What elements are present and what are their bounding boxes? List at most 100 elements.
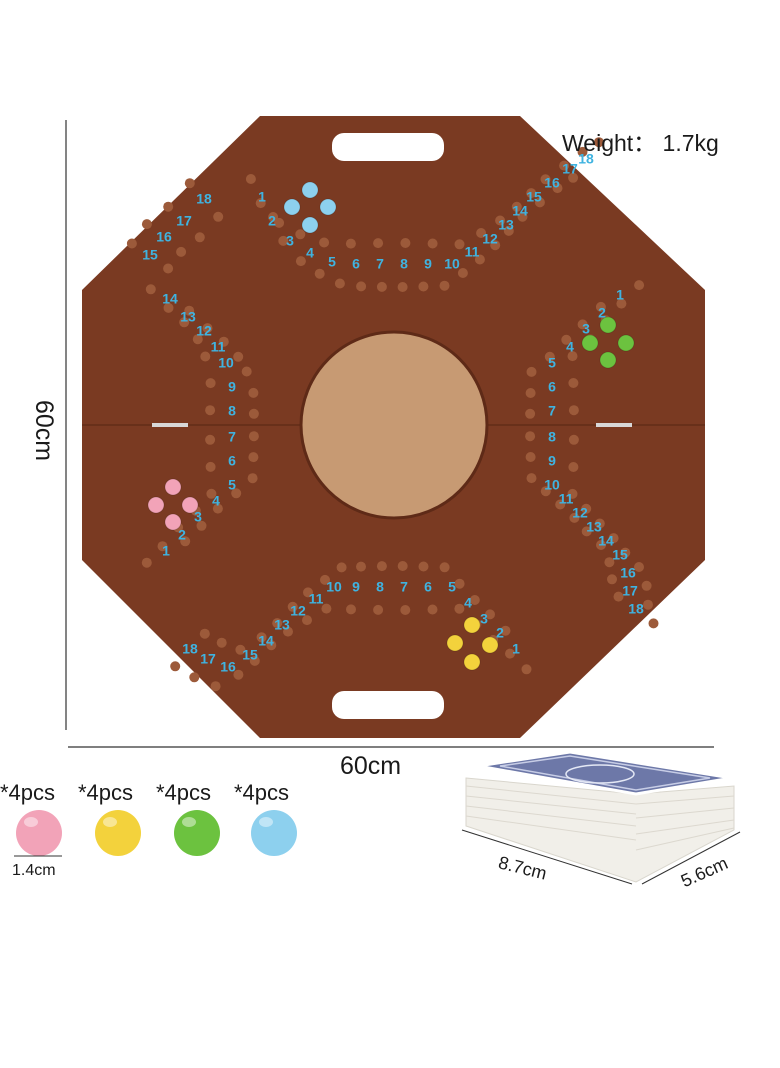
peg-hole [248,387,259,398]
peg-hole [199,628,210,639]
peg-hole [184,305,195,316]
peg-highlight [103,817,117,827]
peg-hole [454,578,465,589]
peg-hole [474,254,485,265]
track-number-left: 1 [162,543,170,559]
peg-hole [561,334,572,345]
peg-hole [233,351,244,362]
peg-hole [157,541,168,552]
peg-hole [213,211,224,222]
peg-hole [454,603,465,614]
peg-hole [235,644,246,655]
track-number-left: 7 [228,429,236,445]
peg-hole [206,488,217,499]
track-number-right: 14 [598,533,614,549]
track-number-left: 6 [228,453,236,469]
card-length-line [461,829,633,885]
peg-hole [256,632,267,643]
board-peg [481,636,499,654]
track-number-right: 4 [566,339,574,355]
track-number-top: 4 [306,245,314,261]
peg-hole [581,526,592,537]
track-number-right: 16 [620,565,636,581]
track-number-right: 18 [628,601,644,617]
peg-hole [505,648,515,659]
peg-hole [320,574,330,585]
board-peg [599,316,617,334]
peg-hole [604,557,615,568]
board-peg [164,513,182,531]
board-peg [164,478,182,496]
peg-hole [248,408,259,419]
peg-hole [314,268,325,279]
peg-hole [526,188,537,199]
peg-hole [216,637,227,648]
track-number-top: 7 [376,256,384,272]
peg-hole [205,405,216,416]
peg-hole [616,298,627,309]
track-number-right: 17 [622,583,638,599]
track-number-top: 6 [352,256,360,272]
peg-hole [540,174,551,185]
peg-hole [196,520,207,531]
peg-hole [336,562,347,573]
track-number-right: 6 [548,379,556,395]
peg-hole [608,533,619,544]
track-number-top: 17 [562,161,578,177]
peg-hole [248,452,259,463]
track-number-top: 5 [328,254,336,270]
peg-hole [577,146,588,157]
track-number-top: 13 [498,217,514,233]
peg-hole [648,618,659,629]
track-number-right: 13 [586,519,602,535]
peg-hole [400,605,411,615]
peg-hole [200,351,211,362]
peg-hole [525,408,536,419]
peg-highlight [259,817,273,827]
board-peg [599,351,617,369]
track-number-left: 11 [211,339,226,355]
track-number-left: 9 [228,379,236,395]
peg-hole [607,574,617,585]
peg-hole [346,604,356,615]
peg-hole [569,512,580,523]
track-number-left: 17 [176,213,192,229]
board-peg [283,198,301,216]
track-number-left: 13 [180,309,196,325]
peg-hole [567,351,578,362]
track-number-right: 12 [572,505,588,521]
track-number-bottom: 18 [182,641,198,657]
peg-hole [525,452,536,462]
track-number-bottom: 6 [424,579,432,595]
peg-hole [241,366,252,377]
peg-hole [643,599,653,610]
track-number-bottom: 11 [309,591,324,607]
pink-peg [16,810,62,856]
peg-hole [525,388,536,398]
board-width-label: 60cm [340,752,402,780]
peg-hole [593,137,604,148]
track-number-left: 18 [196,191,212,207]
track-number-top: 3 [286,233,294,249]
peg-hole [345,238,356,249]
peg-hole [457,268,468,278]
board-peg [301,216,319,234]
track-number-top: 1 [258,189,266,205]
peg-hole [170,661,181,672]
peg-hole [179,317,190,328]
track-number-left: 15 [142,247,158,263]
peg-hole [184,178,195,189]
peg-hole [552,183,563,194]
peg-hole [526,473,537,484]
peg-hole [319,237,330,248]
peg-hole [163,201,174,212]
board-peg [463,616,481,634]
weight-label: Weight： 1.7kg [562,130,719,156]
peg-hole [231,488,242,499]
peg-hole [245,174,256,184]
bottom-handle-slot [332,691,444,719]
track-number-bottom: 16 [220,659,236,675]
peg-hole [439,562,450,573]
card-deck [465,750,735,883]
